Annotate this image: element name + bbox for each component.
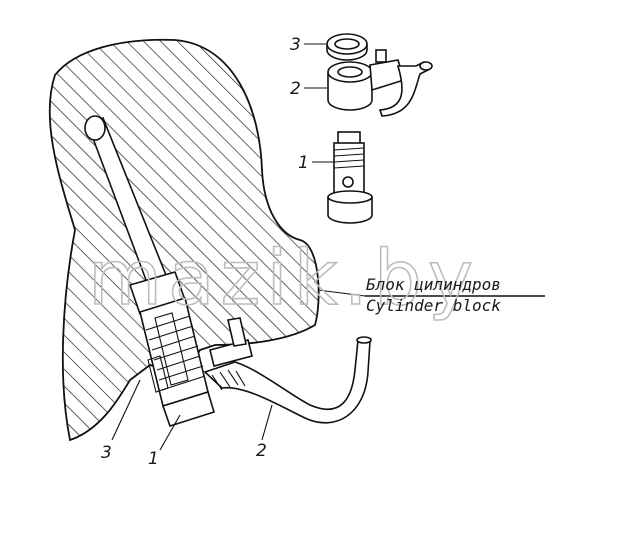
part-2-banjo-fitting: [327, 49, 433, 117]
callout-bottom-2: 2: [256, 441, 267, 461]
caption-ru: Блок цилиндров: [366, 275, 501, 294]
assembled-valve: [128, 271, 253, 427]
callout-bottom-3: 3: [101, 443, 112, 463]
part-1-banjo-bolt: [327, 131, 373, 224]
callout-top-1: 1: [298, 153, 309, 173]
callout-bottom-1: 1: [148, 449, 159, 469]
watermark-text: mazik.by: [88, 233, 479, 322]
assembled-tube: [203, 336, 372, 424]
callout-top-3: 3: [290, 35, 301, 55]
callout-leaders: [111, 43, 545, 451]
caption-en: Cylinder block: [366, 296, 501, 315]
part-3-seal-ring: [326, 33, 368, 61]
cylinder-block-section: [48, 38, 320, 442]
callout-top-2: 2: [290, 79, 301, 99]
